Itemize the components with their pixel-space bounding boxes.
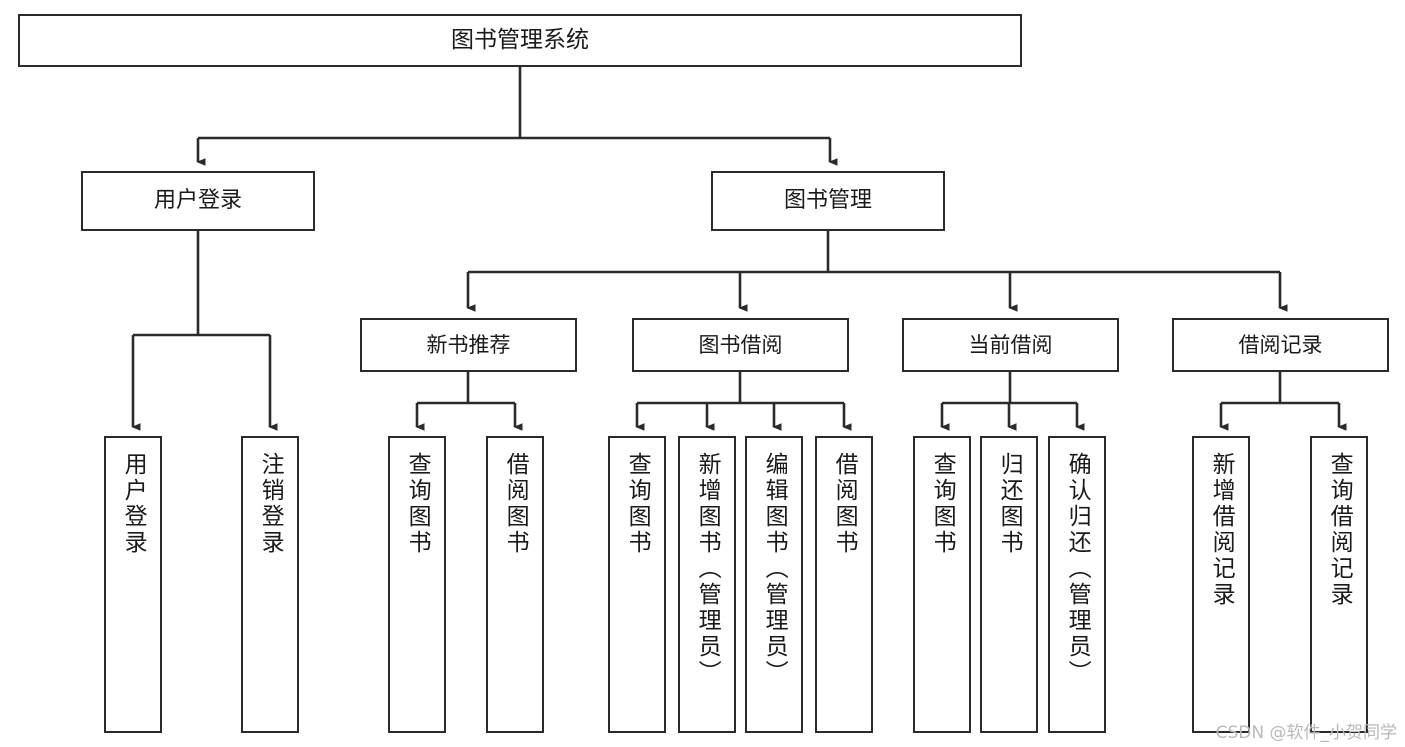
node-label: 归还图书 <box>996 452 1023 556</box>
node-label: 图书借阅 <box>698 332 783 357</box>
node-label: 借阅记录 <box>1238 332 1323 357</box>
node-leaf-query-borrow-record[interactable]: 查询借阅记录 <box>1310 436 1368 733</box>
node-label: 查询图书 <box>624 452 651 556</box>
node-leaf-query-book-3[interactable]: 查询图书 <box>913 436 971 733</box>
node-label: 当前借阅 <box>968 332 1053 357</box>
node-leaf-return-book[interactable]: 归还图书 <box>980 436 1038 733</box>
node-user-login[interactable]: 用户登录 <box>81 171 315 231</box>
node-leaf-query-book-2[interactable]: 查询图书 <box>608 436 666 733</box>
node-book-management[interactable]: 图书管理 <box>711 171 945 231</box>
node-label: 用户登录 <box>120 452 147 556</box>
node-book-borrow[interactable]: 图书借阅 <box>632 318 849 372</box>
node-label: 查询借阅记录 <box>1326 452 1353 608</box>
node-borrow-record[interactable]: 借阅记录 <box>1172 318 1389 372</box>
node-label: 查询图书 <box>929 452 956 556</box>
node-leaf-confirm-return-admin[interactable]: 确认归还（管理员） <box>1048 436 1106 733</box>
node-leaf-borrow-book-1[interactable]: 借阅图书 <box>486 436 544 733</box>
node-leaf-borrow-book-2[interactable]: 借阅图书 <box>815 436 873 733</box>
watermark-text: CSDN @软件_小贺同学 <box>1215 723 1397 743</box>
node-leaf-add-book-admin[interactable]: 新增图书（管理员） <box>678 436 736 733</box>
node-root-system[interactable]: 图书管理系统 <box>18 14 1022 67</box>
node-label: 确认归还（管理员） <box>1064 452 1091 686</box>
node-label: 图书管理系统 <box>451 26 589 53</box>
node-leaf-query-book-1[interactable]: 查询图书 <box>388 436 446 733</box>
node-label: 借阅图书 <box>502 452 529 556</box>
node-label: 编辑图书（管理员） <box>761 452 788 686</box>
node-label: 新增借阅记录 <box>1208 452 1235 608</box>
node-label: 注销登录 <box>257 452 284 556</box>
node-label: 用户登录 <box>153 188 242 214</box>
node-current-borrow[interactable]: 当前借阅 <box>902 318 1119 372</box>
node-label: 新书推荐 <box>426 332 511 357</box>
node-new-book-recommend[interactable]: 新书推荐 <box>360 318 577 372</box>
node-leaf-logout[interactable]: 注销登录 <box>241 436 299 733</box>
node-label: 图书管理 <box>783 188 872 214</box>
node-leaf-add-borrow-record[interactable]: 新增借阅记录 <box>1192 436 1250 733</box>
node-label: 借阅图书 <box>831 452 858 556</box>
node-label: 新增图书（管理员） <box>694 452 721 686</box>
node-leaf-user-login[interactable]: 用户登录 <box>104 436 162 733</box>
node-label: 查询图书 <box>404 452 431 556</box>
node-leaf-edit-book-admin[interactable]: 编辑图书（管理员） <box>745 436 803 733</box>
